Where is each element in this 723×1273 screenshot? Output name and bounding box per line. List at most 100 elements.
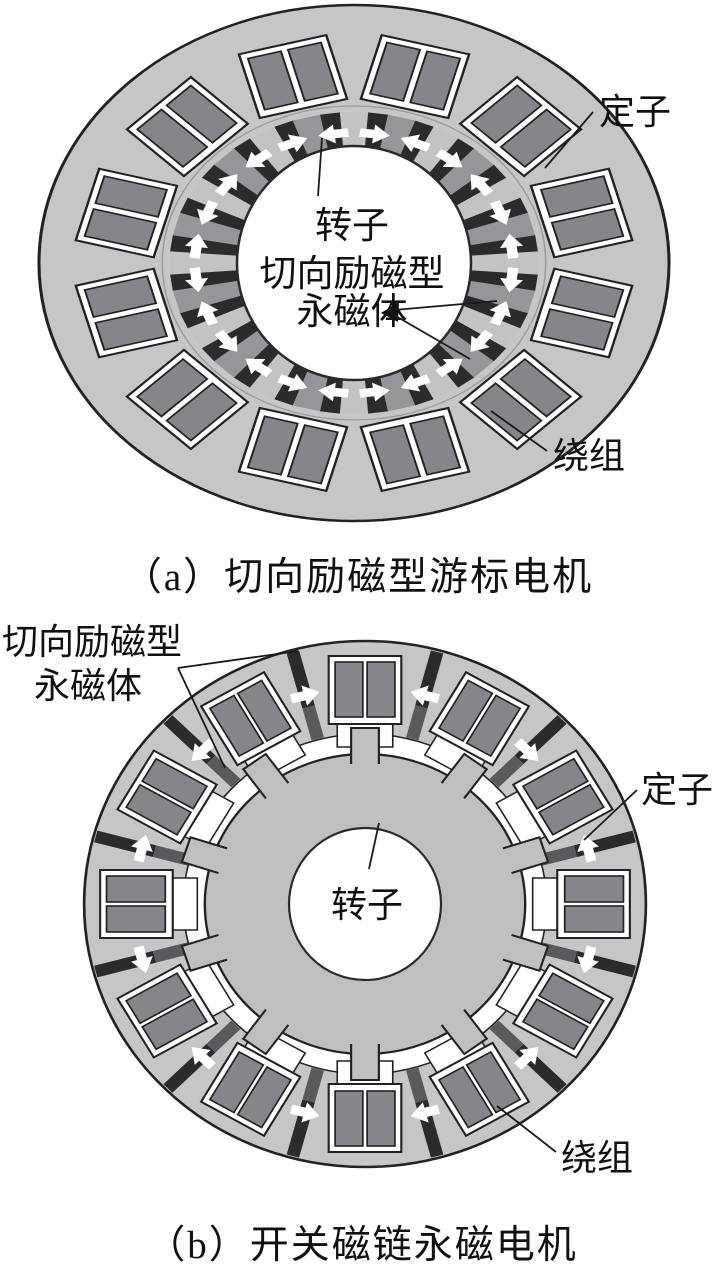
magnet-arrow-icon — [131, 945, 153, 974]
winding-coil-side — [236, 679, 293, 743]
rotor-tooth-b — [350, 1044, 380, 1081]
winding-coil-side — [369, 424, 422, 485]
rotor-pole-a — [429, 324, 495, 378]
winding-slot-box — [125, 75, 250, 178]
winding-slot-a — [125, 348, 250, 451]
winding-coil-side — [334, 1090, 364, 1147]
winding-coil-side — [246, 415, 299, 476]
winding-slot-a — [125, 75, 250, 178]
winding-slot-a — [529, 267, 634, 359]
winding-coil-side — [470, 84, 543, 144]
center-label-rotor-a: 转子 — [315, 206, 389, 247]
winding-coil-side — [141, 757, 209, 810]
winding-slot-box — [116, 963, 219, 1059]
rotor-tooth-shape — [241, 752, 290, 799]
winding-coil-side — [521, 998, 589, 1051]
winding-coil-side — [437, 1065, 494, 1129]
winding-slot-b — [327, 1083, 403, 1153]
magnet-arrow-icon — [191, 1047, 216, 1070]
label-stator-b: 定子 — [641, 770, 713, 810]
winding-coil-side — [470, 382, 543, 442]
rotor-hub-b — [287, 826, 443, 982]
winding-coil-side — [165, 84, 238, 144]
magnet-arrow-icon — [435, 148, 463, 168]
magnet-arrow-icon — [489, 200, 511, 225]
magnet-arrow-icon — [197, 200, 219, 225]
winding-slot-box — [511, 749, 614, 845]
stator-magnet-inner — [302, 1067, 324, 1103]
winding-slot-box — [199, 1041, 302, 1138]
leader-magnet-1-a — [393, 300, 498, 311]
winding-slot-box — [125, 348, 250, 451]
winding-slot-box — [458, 348, 583, 451]
winding-coil-side — [409, 415, 462, 476]
rotor-tooth-b — [180, 835, 228, 875]
rotor-tooth-b — [502, 835, 550, 875]
leader-magnet-2-b — [177, 667, 226, 769]
winding-coil-side — [369, 41, 422, 102]
rotor-pole-a — [213, 148, 279, 202]
magnet-arrow-icon — [400, 373, 431, 392]
winding-coil-side — [125, 783, 193, 836]
winding-slot-b — [556, 869, 631, 939]
rotor-pole-a — [187, 303, 259, 349]
stator-magnet-inner — [206, 1020, 241, 1053]
magnet-arrow-icon — [318, 124, 349, 144]
leader-stator-a — [544, 111, 594, 169]
magnet-pointer-icon-a — [381, 302, 399, 322]
winding-slot-a — [237, 33, 349, 120]
winding-coil-side — [537, 783, 605, 836]
magnet-arrow-icon — [131, 834, 153, 863]
winding-slot-a — [458, 75, 583, 178]
stator-magnet-inner — [539, 942, 578, 963]
magnet-arrow-icon — [289, 1102, 320, 1123]
magnet-arrow-icon — [277, 373, 308, 392]
rotor-tooth-b — [502, 933, 550, 973]
winding-coil-side — [125, 972, 193, 1025]
magnet-arrow-icon — [470, 174, 494, 197]
stator-magnet-inner — [152, 845, 191, 866]
winding-coil-side — [539, 308, 614, 351]
rotor-tooth-shape — [180, 933, 228, 973]
winding-coil-side — [499, 108, 573, 168]
magnet-arrow-icon — [514, 1047, 539, 1070]
rotor-tooth-b — [241, 752, 290, 799]
winding-slot-a — [529, 167, 634, 259]
winding-coil-side — [105, 875, 167, 903]
stator-magnet-inner — [539, 845, 578, 866]
leader-rotor-b — [368, 822, 380, 870]
magnet-arrow-icon — [577, 834, 599, 863]
magnet-arrow-icon — [489, 301, 511, 326]
magnet-arrow-icon — [435, 358, 463, 378]
stator-bore-a — [161, 105, 547, 421]
rotor-pole-a — [213, 324, 279, 378]
magnet-arrow-icon — [400, 134, 431, 153]
magnet-arrow-icon — [277, 134, 308, 153]
winding-coil-side — [465, 1050, 522, 1114]
rotor-tooth-b — [350, 727, 380, 764]
stator-magnet-inner — [406, 705, 428, 741]
magnet-arrow-icon — [470, 329, 494, 352]
rotor-pole-a — [449, 177, 521, 223]
leader-stator-b — [583, 789, 638, 841]
leader-rotor-a — [317, 137, 323, 197]
magnet-arrow-icon — [318, 382, 349, 402]
caption-a: （a）切向励磁型游标电机 — [123, 556, 593, 599]
winding-slot-box — [199, 670, 302, 767]
winding-coil-side — [105, 905, 167, 933]
winding-coil-side — [94, 175, 169, 218]
winding-slot-a — [74, 267, 179, 359]
stator-magnet-inner — [152, 942, 191, 963]
rotor-tooth-shape — [440, 752, 489, 799]
winding-coil-side — [94, 308, 169, 351]
winding-slot-b — [327, 655, 403, 725]
magnet-arrow-icon — [514, 738, 539, 761]
rotor-pole-a — [170, 250, 239, 276]
rotor-pole-a — [449, 303, 521, 349]
winding-coil-side — [499, 358, 573, 418]
rotor-tooth-shape — [350, 727, 380, 764]
winding-coil-side — [236, 1065, 293, 1129]
winding-coil-side — [539, 175, 614, 218]
winding-coil-side — [286, 41, 339, 102]
